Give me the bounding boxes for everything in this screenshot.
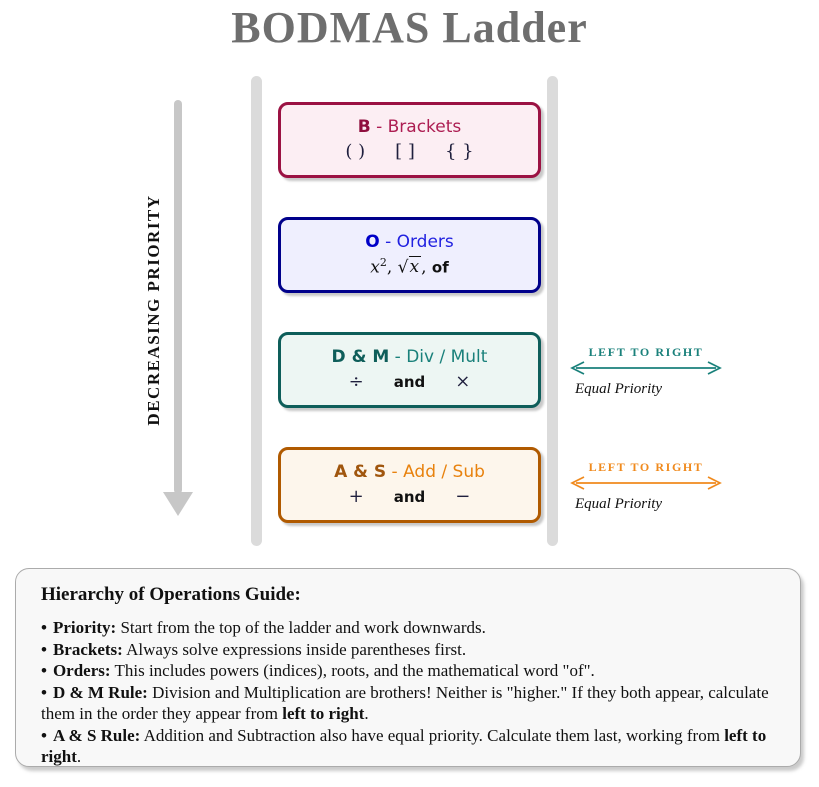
bullet-icon: • xyxy=(41,661,47,680)
rung-key: A & S xyxy=(334,462,387,483)
bullet-icon: • xyxy=(41,639,47,659)
rung-addsub-title: A & S - Add / Sub xyxy=(334,463,485,482)
bullet-text-after: . xyxy=(364,704,369,723)
radical-sign: √ xyxy=(397,257,409,278)
rung-label: - Div / Mult xyxy=(389,347,488,368)
guide-bullet-priority: • Priority: Start from the top of the lad… xyxy=(41,617,775,639)
minus-symbol: − xyxy=(455,485,471,507)
guide-bullet-addsub-rule: •A & S Rule: Addition and Subtraction al… xyxy=(41,725,775,768)
bullet-text: This includes powers (indices), roots, a… xyxy=(110,661,595,680)
down-arrow-icon xyxy=(163,492,193,516)
guide-bullet-brackets: •Brackets: Always solve expressions insi… xyxy=(41,639,775,661)
bullet-lead: Brackets: xyxy=(52,639,123,659)
rung-label: - Orders xyxy=(379,231,454,252)
curly-brace-symbol: { } xyxy=(444,140,474,162)
paren-symbol: ( ) xyxy=(345,140,366,162)
bullet-lead: Priority: xyxy=(52,618,117,637)
bullet-bold-text: left to right xyxy=(282,704,365,723)
multiplication-symbol: × xyxy=(455,370,471,392)
rung-addsub-symbols: + and − xyxy=(349,486,471,507)
plus-symbol: + xyxy=(348,485,364,507)
division-symbol: ÷ xyxy=(348,370,364,392)
rung-label: - Brackets xyxy=(370,117,462,138)
hierarchy-guide-card: Hierarchy of Operations Guide: • Priority… xyxy=(15,568,801,767)
equal-priority-label: Equal Priority xyxy=(575,496,663,512)
power-exponent: 2 xyxy=(379,255,387,269)
rung-orders: O - Orders x2, √x, of xyxy=(278,217,541,293)
rung-key: B xyxy=(357,117,371,138)
comma: , xyxy=(421,257,432,278)
equal-priority-label: Equal Priority xyxy=(575,381,663,397)
rung-key: O xyxy=(365,231,380,252)
guide-heading: Hierarchy of Operations Guide: xyxy=(41,584,301,605)
rung-label: - Add / Sub xyxy=(386,462,485,483)
rung-orders-symbols: x2, √x, of xyxy=(370,256,449,278)
radical-argument: x xyxy=(408,256,422,278)
bullet-lead: A & S Rule: xyxy=(52,725,141,745)
left-right-arrow-icon xyxy=(570,476,722,490)
bullet-text: Start from the top of the ladder and wor… xyxy=(116,618,486,637)
bullet-text: Addition and Subtraction also have equal… xyxy=(140,725,725,745)
left-to-right-label: LEFT TO RIGHT xyxy=(588,345,704,359)
square-bracket-symbol: [ ] xyxy=(395,140,415,162)
page-title: BODMAS Ladder xyxy=(231,3,588,52)
rung-brackets-symbols: ( ) [ ] { } xyxy=(345,141,473,162)
rung-divmult-title: D & M - Div / Mult xyxy=(332,348,488,367)
and-word: and xyxy=(393,487,426,506)
left-right-arrow-icon xyxy=(570,361,722,375)
rung-divmult-symbols: ÷ and × xyxy=(349,371,471,392)
bullet-icon: • xyxy=(41,725,47,745)
rung-orders-title: O - Orders xyxy=(365,231,454,252)
bullet-bold-text: left to right xyxy=(41,725,767,767)
rung-key: D & M xyxy=(331,347,390,368)
bullet-text: Division and Multiplication are brothers… xyxy=(41,682,769,724)
and-word: and xyxy=(393,372,426,391)
guide-bullet-divmult-rule: •D & M Rule: Division and Multiplication… xyxy=(41,682,775,725)
rung-brackets: B - Brackets ( ) [ ] { } xyxy=(278,102,541,178)
bullet-lead: Orders: xyxy=(52,661,111,680)
guide-bullet-orders: • Orders: This includes powers (indices),… xyxy=(41,660,775,682)
bullet-text: Always solve expressions inside parenthe… xyxy=(122,639,467,659)
of-word: of xyxy=(431,258,449,277)
down-arrow-shaft xyxy=(174,100,182,494)
power-base: x xyxy=(370,257,380,278)
rung-brackets-title: B - Brackets xyxy=(358,118,462,137)
ladder-rail-left xyxy=(251,76,262,546)
rung-divmult: D & M - Div / Mult ÷ and × xyxy=(278,332,541,408)
bullet-icon: • xyxy=(41,618,47,637)
bullet-lead: D & M Rule: xyxy=(52,682,148,702)
ltr-note-addsub: LEFT TO RIGHT Equal Priority xyxy=(567,461,725,513)
decreasing-priority-label: DECREASING PRIORITY xyxy=(144,194,163,426)
ltr-note-divmult: LEFT TO RIGHT Equal Priority xyxy=(567,346,725,398)
ladder-rail-right xyxy=(547,76,558,546)
bullet-icon: • xyxy=(41,682,47,702)
bullet-text-after: . xyxy=(76,747,82,766)
rung-addsub: A & S - Add / Sub + and − xyxy=(278,447,541,523)
comma: , xyxy=(386,257,398,278)
left-to-right-label: LEFT TO RIGHT xyxy=(588,460,704,474)
